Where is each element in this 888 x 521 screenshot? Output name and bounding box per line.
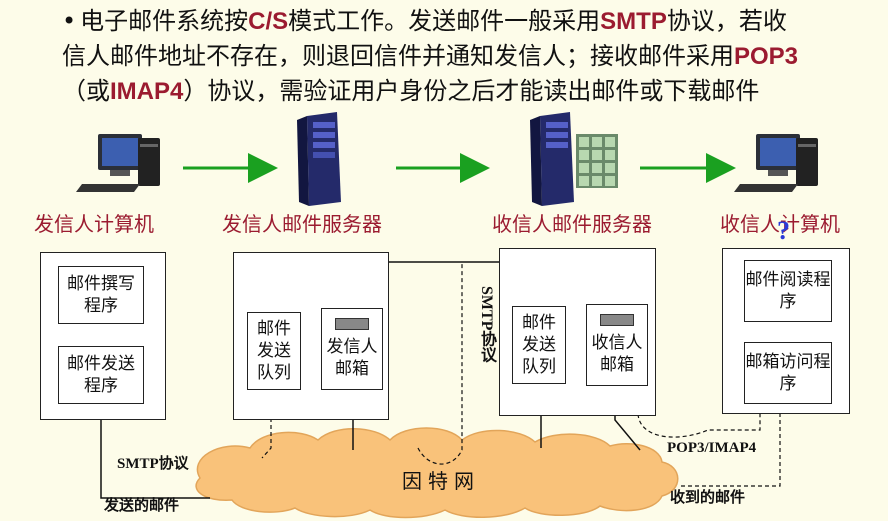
bullet: • bbox=[62, 7, 77, 35]
intro-text: ）协议，需验证用户身份之后才能读出邮件或下载邮件 bbox=[183, 77, 760, 105]
dashed-paths bbox=[261, 264, 781, 487]
compose-program: 邮件撰写程序 bbox=[58, 266, 144, 324]
tower-server-icon bbox=[297, 112, 341, 206]
question-mark: ? bbox=[777, 216, 790, 245]
sent-mail-label: 发送的邮件 bbox=[104, 498, 180, 514]
mailbox-slot bbox=[335, 318, 369, 330]
intro-text: （或 bbox=[62, 77, 110, 105]
receiver-computer-label: 收信人计算机 bbox=[720, 212, 840, 236]
receiver-mailbox: 收信人邮箱 bbox=[586, 304, 648, 386]
send-queue-label: 邮件发送队列 bbox=[522, 313, 556, 377]
internet-label: 因特网 bbox=[402, 469, 480, 493]
highlight-pop3: POP3 bbox=[734, 43, 799, 70]
smtp-vertical-label: SMTP协议 bbox=[478, 286, 495, 363]
send-queue: 邮件发送队列 bbox=[247, 312, 301, 390]
receiver-server-label: 收信人邮件服务器 bbox=[492, 212, 652, 236]
send-queue-label: 邮件发送队列 bbox=[257, 319, 291, 383]
sender-mailbox-label: 发信人邮箱 bbox=[326, 337, 378, 379]
intro-text: 模式工作。发送邮件一般采用 bbox=[288, 7, 601, 35]
smtp-label: SMTP协议 bbox=[117, 456, 189, 472]
sender-server-label: 发信人邮件服务器 bbox=[222, 212, 382, 236]
intro-text: 电子邮件系统按 bbox=[80, 7, 249, 35]
intro-text: 信人邮件地址不存在，则退回信件并通知发信人；接收邮件采用 bbox=[62, 42, 734, 70]
desktop-computer-icon bbox=[76, 134, 160, 192]
highlight-cs: C/S bbox=[248, 8, 289, 35]
mailbox-slot bbox=[600, 314, 634, 326]
highlight-imap4: IMAP4 bbox=[110, 78, 184, 105]
send-program: 邮件发送程序 bbox=[58, 346, 144, 404]
sender-mailbox: 发信人邮箱 bbox=[321, 308, 383, 390]
server-with-mailboxes-icon bbox=[530, 112, 618, 206]
desktop-computer-icon bbox=[734, 134, 818, 192]
intro-paragraph: •电子邮件系统按C/S模式工作。发送邮件一般采用SMTP协议，若收 信人邮件地址… bbox=[62, 4, 882, 109]
send-queue: 邮件发送队列 bbox=[512, 306, 566, 384]
internet-cloud bbox=[195, 427, 679, 519]
pop3-imap4-label: POP3/IMAP4 bbox=[667, 440, 757, 456]
mailbox-access-program: 邮箱访问程序 bbox=[744, 342, 832, 404]
sender-computer-label: 发信人计算机 bbox=[34, 212, 154, 236]
receiver-mailbox-label: 收信人邮箱 bbox=[591, 333, 643, 375]
intro-text: 协议，若收 bbox=[666, 7, 787, 35]
highlight-smtp: SMTP bbox=[600, 8, 667, 35]
reader-program: 邮件阅读程序 bbox=[744, 260, 832, 322]
received-mail-label: 收到的邮件 bbox=[670, 490, 746, 506]
